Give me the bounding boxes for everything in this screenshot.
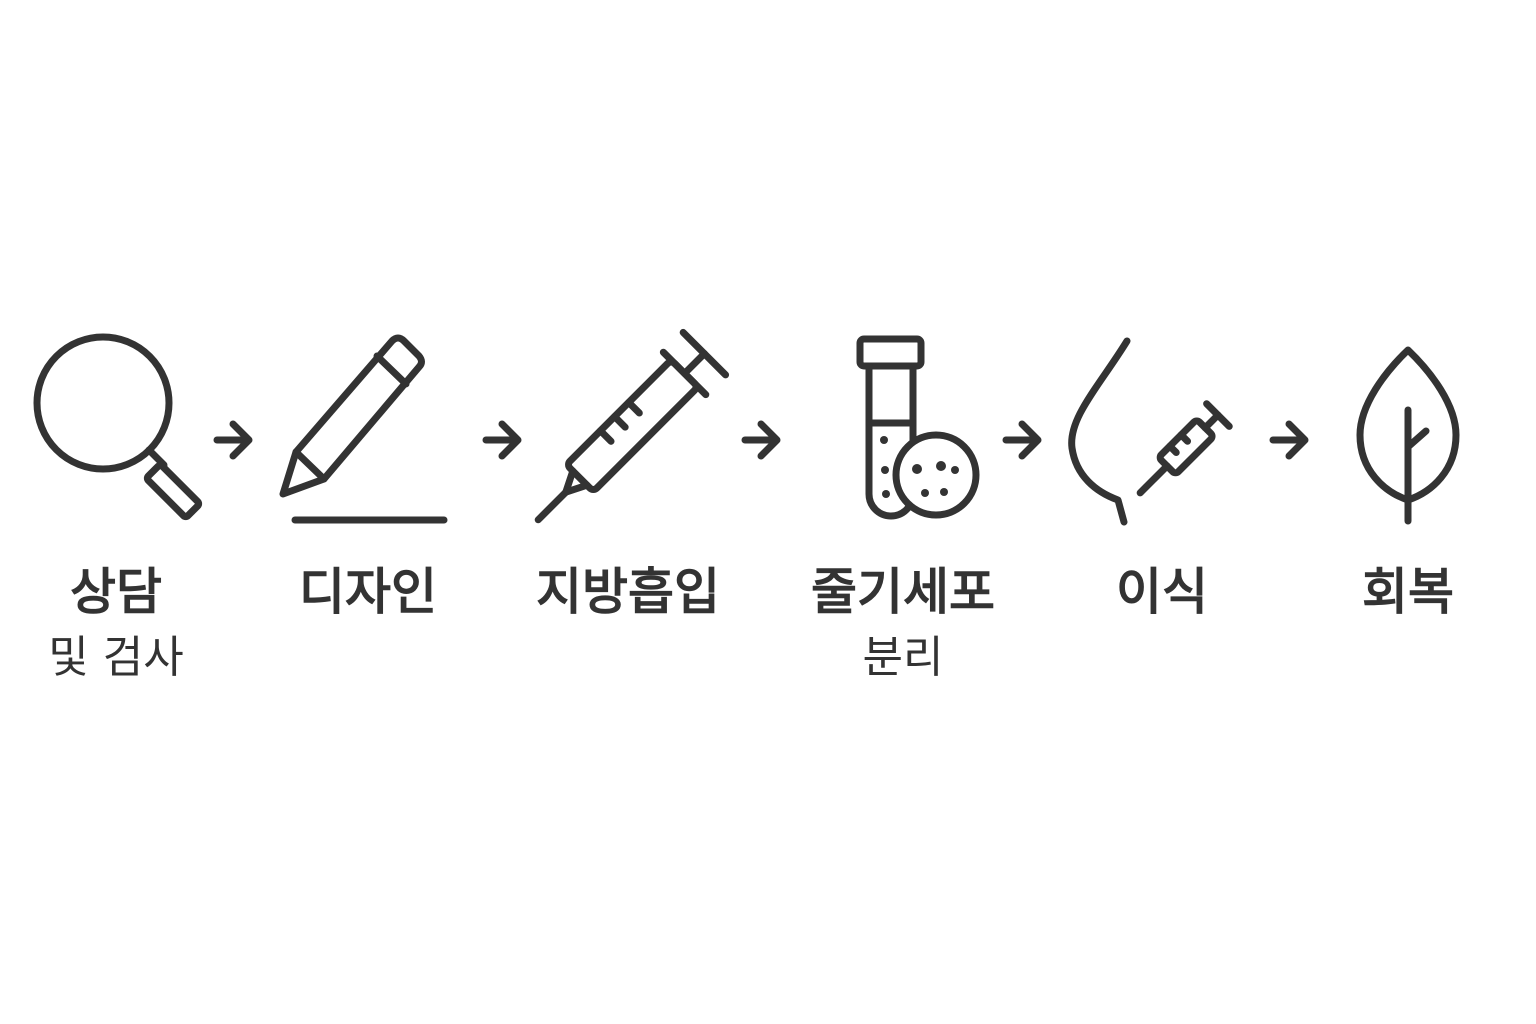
step-subtitle: 및 검사	[48, 632, 184, 683]
step-liposuction: 지방흡입	[508, 560, 748, 624]
step-subtitle: 분리	[862, 632, 944, 683]
step-title: 이식	[1116, 563, 1208, 621]
magnifier-icon	[33, 333, 203, 521]
arrow-right-icon	[213, 420, 253, 460]
arrow-right-icon	[741, 420, 781, 460]
pencil-icon	[279, 334, 448, 524]
step-stem-cell-separation: 줄기세포 분리	[783, 560, 1023, 692]
arrow-right-icon	[1269, 420, 1309, 460]
step-title: 지방흡입	[536, 563, 720, 621]
step-title: 디자인	[299, 563, 437, 621]
step-title: 상담	[70, 563, 162, 621]
arrow-right-icon	[482, 420, 522, 460]
step-recovery: 회복	[1288, 560, 1528, 624]
step-title: 회복	[1362, 563, 1454, 621]
breast-injection-icon	[1068, 337, 1233, 526]
arrow-right-icon	[1002, 420, 1042, 460]
step-transplant: 이식	[1042, 560, 1282, 624]
step-design: 디자인	[248, 560, 488, 624]
step-consultation: 상담 및 검사	[0, 560, 236, 692]
test-tube-cells-icon	[856, 335, 980, 520]
syringe-icon	[534, 328, 730, 524]
step-title: 줄기세포	[811, 563, 995, 621]
leaf-icon	[1356, 346, 1460, 525]
